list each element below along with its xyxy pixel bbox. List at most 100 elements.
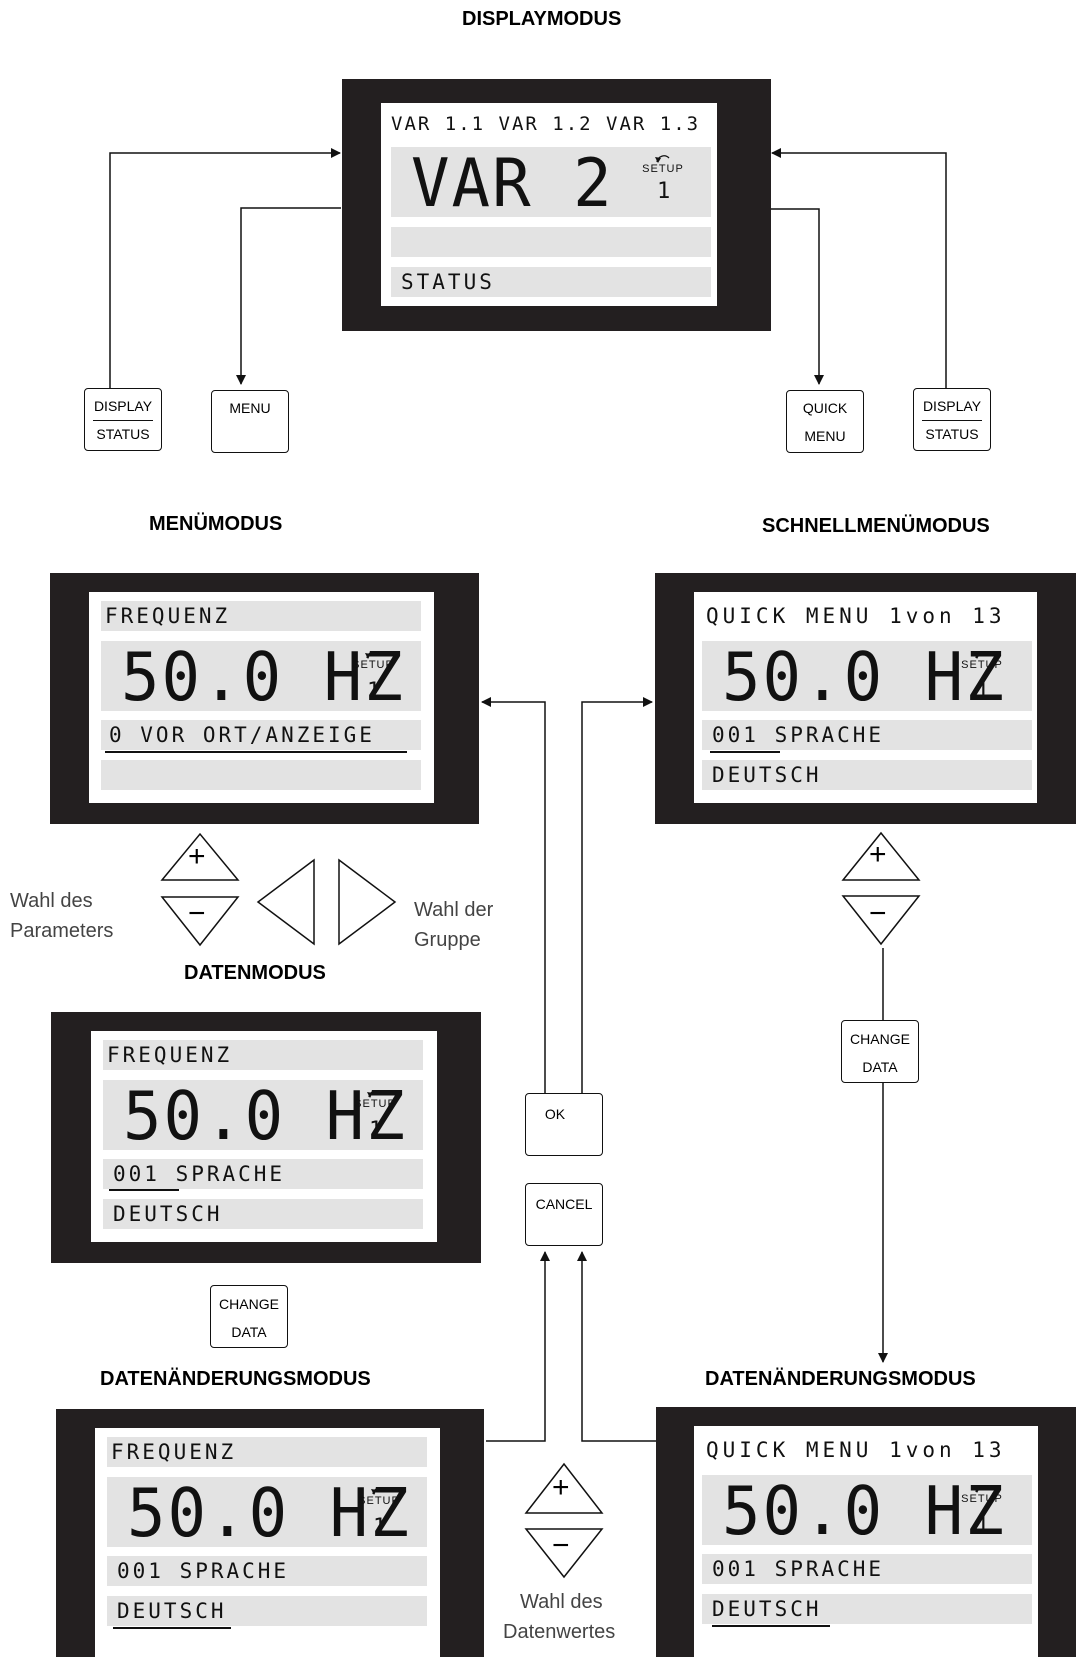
key-label: CHANGE: [850, 1031, 910, 1047]
minus-key-quick[interactable]: [841, 895, 921, 946]
setup-arrow-icon: [369, 1483, 389, 1501]
cursor-underline: [710, 751, 780, 753]
key-label: DISPLAY: [922, 398, 982, 414]
lcd-main-value: VAR 2: [411, 147, 614, 217]
lcd-main-value: 50.0 HZ: [123, 1080, 407, 1150]
setup-number: 1: [367, 679, 381, 704]
minus-icon: −: [869, 897, 887, 930]
title-menu-mode: MENÜMODUS: [149, 513, 283, 535]
lcd-row4: STATUS: [401, 270, 495, 294]
lcd-row1: QUICK MENU 1von 13: [706, 604, 1006, 628]
cursor-underline: [113, 1627, 231, 1629]
lcd-row4: DEUTSCH: [712, 763, 822, 787]
lcd-data-change-left: FREQUENZ 50.0 HZ SETUP 1 001 SPRACHE DEU…: [56, 1409, 484, 1657]
plus-key-quick[interactable]: [841, 831, 921, 881]
caption-select-parameter-1: Wahl des: [10, 890, 93, 912]
lcd-quick-menu-mode: QUICK MENU 1von 13 50.0 HZ SETUP 1 001 S…: [655, 573, 1076, 824]
wire-ok-to-menu-mode: [481, 697, 546, 1093]
menu-button[interactable]: MENU: [211, 390, 289, 453]
setup-label: SETUP: [961, 1493, 1003, 1505]
plus-key-menu[interactable]: [160, 832, 240, 881]
key-label: CANCEL: [535, 1196, 593, 1212]
change-data-button-right[interactable]: CHANGE DATA: [841, 1020, 919, 1083]
cursor-underline: [109, 1189, 179, 1191]
setup-arrow-icon: [365, 1086, 385, 1104]
change-data-button-left[interactable]: CHANGE DATA: [210, 1285, 288, 1348]
wire-display-status-right: [771, 148, 947, 388]
lcd-row4: DEUTSCH: [712, 1597, 822, 1621]
caption-select-data-value-2: Datenwertes: [503, 1621, 616, 1643]
lcd-row3: 001 SPRACHE: [712, 1557, 885, 1581]
key-label: CHANGE: [219, 1296, 279, 1312]
title-data-change-mode-left: DATENÄNDERUNGSMODUS: [100, 1368, 371, 1390]
title-display-mode: DISPLAYMODUS: [462, 8, 622, 30]
plus-key-data-value[interactable]: [524, 1462, 604, 1514]
lcd-row1: FREQUENZ: [111, 1440, 237, 1464]
lcd-row3: 001 SPRACHE: [113, 1162, 286, 1186]
setup-number: 1: [657, 179, 671, 204]
lcd-row1: QUICK MENU 1von 13: [706, 1438, 1006, 1462]
setup-label: SETUP: [961, 659, 1003, 671]
lcd-main-value: 50.0 HZ: [127, 1477, 411, 1547]
lcd-data-change-right: QUICK MENU 1von 13 50.0 HZ SETUP 1 001 S…: [656, 1407, 1076, 1657]
title-data-mode: DATENMODUS: [184, 962, 326, 984]
setup-arrow-icon: [653, 151, 673, 169]
setup-label: SETUP: [642, 163, 684, 175]
display-status-button-left[interactable]: DISPLAY STATUS: [84, 388, 162, 451]
setup-label: SETUP: [352, 659, 394, 671]
key-divider: [922, 420, 982, 421]
lcd-row3: 001 SPRACHE: [712, 723, 885, 747]
lcd-data-mode: FREQUENZ 50.0 HZ SETUP 1 001 SPRACHE DEU…: [51, 1012, 481, 1263]
caption-select-parameter-2: Parameters: [10, 920, 114, 942]
plus-icon: +: [869, 838, 887, 871]
wire-display-to-quick-menu: [770, 208, 824, 385]
setup-label: SETUP: [358, 1495, 400, 1507]
quick-menu-button[interactable]: QUICK MENU: [786, 390, 864, 453]
lcd-main-value: 50.0 HZ: [722, 1475, 1006, 1545]
setup-number: 1: [976, 679, 990, 704]
key-label: MENU: [804, 428, 846, 444]
caption-select-data-value-1: Wahl des: [520, 1591, 603, 1613]
right-key-menu[interactable]: [338, 858, 397, 946]
title-data-change-mode-right: DATENÄNDERUNGSMODUS: [705, 1368, 976, 1390]
key-label: MENU: [229, 400, 271, 416]
ok-button[interactable]: OK: [525, 1093, 603, 1156]
lcd-row4: DEUTSCH: [117, 1599, 227, 1623]
lcd-row1: FREQUENZ: [107, 1043, 233, 1067]
wire-display-status-left: [109, 148, 341, 388]
lcd-main-value: 50.0 HZ: [121, 641, 405, 711]
lcd-main-value: 50.0 HZ: [722, 641, 1006, 711]
setup-number: 1: [373, 1515, 387, 1540]
lcd-row1: VAR 1.1 VAR 1.2 VAR 1.3: [391, 113, 701, 135]
minus-key-menu[interactable]: [160, 896, 240, 947]
cursor-underline: [105, 751, 407, 753]
key-label: STATUS: [925, 426, 979, 442]
lcd-menu-mode: FREQUENZ 50.0 HZ SETUP 1 0 VOR ORT/ANZEI…: [50, 573, 479, 824]
lcd-row1: FREQUENZ: [105, 604, 231, 628]
key-divider: [93, 420, 153, 421]
setup-arrow-icon: [972, 1481, 992, 1499]
caption-select-group-1: Wahl der: [414, 899, 494, 921]
plus-icon: +: [552, 1471, 570, 1504]
wire-ok-to-quick-menu-mode: [581, 697, 653, 1093]
lcd-row3: 0 VOR ORT/ANZEIGE: [109, 723, 375, 747]
key-label: STATUS: [96, 426, 150, 442]
key-label: QUICK: [802, 400, 848, 416]
setup-arrow-icon: [363, 647, 383, 665]
caption-select-group-2: Gruppe: [414, 929, 481, 951]
lcd-display-mode: VAR 1.1 VAR 1.2 VAR 1.3 VAR 2 SETUP 1 ST…: [342, 79, 771, 331]
minus-icon: −: [188, 897, 206, 930]
key-label: DISPLAY: [93, 398, 153, 414]
key-label: DATA: [231, 1324, 267, 1340]
setup-number: 1: [976, 1513, 990, 1538]
left-key-menu[interactable]: [256, 858, 315, 946]
wire-data-change-right-to-cancel: [577, 1251, 656, 1442]
cancel-button[interactable]: CANCEL: [525, 1183, 603, 1246]
setup-number: 1: [369, 1118, 383, 1143]
display-status-button-right[interactable]: DISPLAY STATUS: [913, 388, 991, 451]
wire-data-change-left-to-cancel: [486, 1251, 550, 1442]
wire-display-to-menu: [236, 207, 341, 385]
plus-icon: +: [188, 840, 206, 873]
setup-label: SETUP: [354, 1098, 396, 1110]
minus-key-data-value[interactable]: [524, 1528, 604, 1579]
